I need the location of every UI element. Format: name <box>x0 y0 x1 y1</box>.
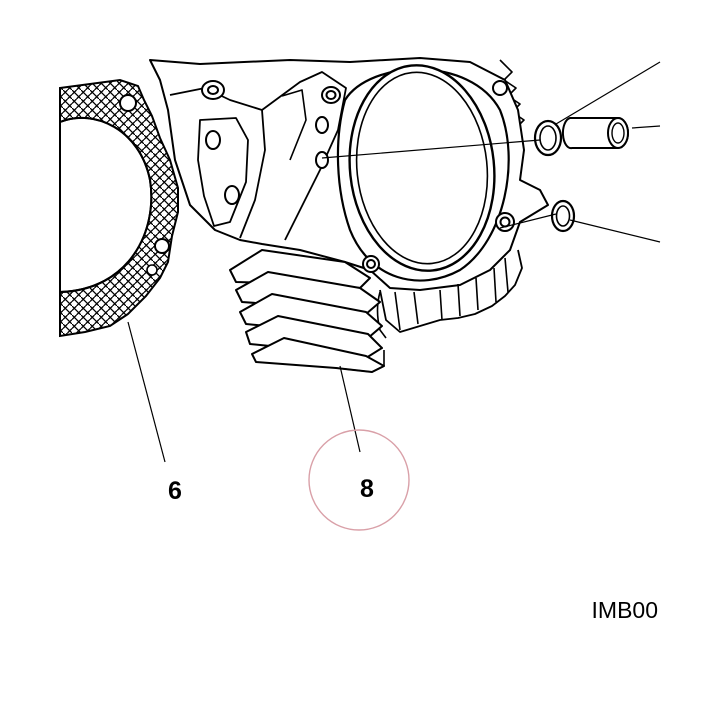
leader-line-lower-callout <box>569 219 661 243</box>
cylinder-block <box>149 57 549 373</box>
head-gasket <box>59 78 179 338</box>
o-ring-upper <box>533 119 563 157</box>
leader-line-6 <box>127 321 166 463</box>
leader-lines <box>127 61 661 463</box>
gasket-bolt-hole <box>119 94 137 112</box>
callout-label-6: 6 <box>168 477 182 505</box>
o-ring-lower <box>550 199 576 233</box>
leader-line-upper-callout <box>555 61 661 125</box>
callout-label-8: 8 <box>360 475 374 503</box>
leader-line-8 <box>339 365 361 453</box>
dowel-pin <box>561 117 629 150</box>
leader-line-dowel-callout <box>631 125 661 129</box>
gasket-bolt-hole <box>154 238 170 254</box>
leader-line-lower-oring <box>499 213 557 229</box>
gasket-dowel-hole <box>146 264 158 276</box>
leader-line-upper-oring <box>321 139 541 159</box>
callout-highlight-circle <box>308 429 410 531</box>
image-code-label: IMB00 <box>592 597 658 623</box>
